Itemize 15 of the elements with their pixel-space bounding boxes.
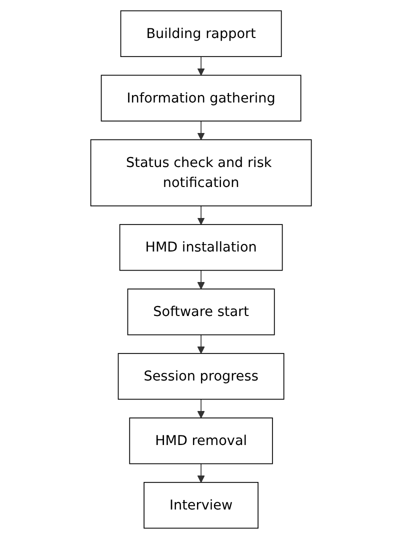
node-box: Session progress bbox=[118, 353, 285, 400]
node-box: Software start bbox=[128, 288, 276, 336]
node-box: Information gathering bbox=[101, 74, 302, 122]
arrow bbox=[198, 56, 206, 76]
arrow bbox=[198, 463, 206, 483]
node-box: Status check and risk notification bbox=[90, 139, 312, 206]
node-box: Building rapport bbox=[120, 10, 282, 58]
arrow bbox=[198, 120, 206, 140]
node-box: Interview bbox=[144, 482, 259, 529]
arrow bbox=[198, 398, 206, 418]
node-box: HMD removal bbox=[130, 418, 274, 464]
arrow bbox=[198, 205, 206, 225]
arrow bbox=[198, 270, 206, 290]
arrow bbox=[198, 334, 206, 354]
node-box: HMD installation bbox=[120, 224, 284, 271]
